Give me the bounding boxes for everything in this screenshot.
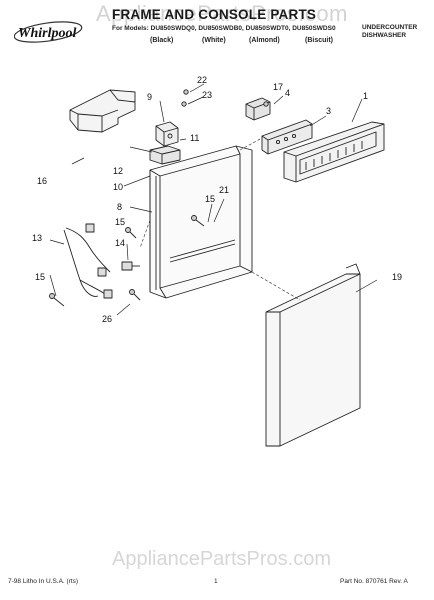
callout-23: 23 bbox=[202, 90, 212, 100]
callout-1: 1 bbox=[363, 91, 368, 101]
alignment-lines bbox=[139, 137, 301, 301]
footer-part-number: Part No. 870761 Rev. A bbox=[340, 578, 408, 585]
callout-10: 10 bbox=[113, 182, 123, 192]
callout-15a: 15 bbox=[115, 217, 125, 227]
watermark-top: AppliancePartsPros.com bbox=[96, 1, 348, 26]
footer-litho: 7-98 Litho In U.S.A. (rts) bbox=[8, 578, 79, 585]
part-12-latch bbox=[149, 145, 181, 165]
callout-12: 12 bbox=[113, 166, 123, 176]
category-label: UNDERCOUNTER DISHWASHER bbox=[362, 24, 417, 40]
callout-13: 13 bbox=[32, 233, 42, 243]
callout-15c: 15 bbox=[35, 272, 45, 282]
callout-22: 22 bbox=[197, 75, 207, 85]
callout-26: 26 bbox=[102, 314, 112, 324]
callout-17: 17 bbox=[273, 82, 283, 92]
callout-8: 8 bbox=[117, 202, 122, 212]
leader-lines bbox=[49, 83, 378, 316]
part-3-control-panel bbox=[261, 119, 313, 155]
color-white: (White) bbox=[202, 37, 226, 44]
part-14-connector bbox=[121, 261, 140, 271]
color-black: (Black) bbox=[150, 37, 174, 44]
models-line: For Models: DU850SWDQ0, DU850SWDB0, DU85… bbox=[112, 25, 336, 32]
callout-numbers: 1 3 4 8 9 10 11 12 13 14 15 15 15 16 17 … bbox=[32, 75, 402, 324]
color-almond: (Almond) bbox=[249, 37, 280, 44]
brand-name: Whirlpool bbox=[18, 26, 76, 41]
callout-14: 14 bbox=[115, 238, 125, 248]
callout-11: 11 bbox=[190, 133, 199, 143]
whirlpool-logo: Whirlpool bbox=[14, 21, 83, 43]
watermark-bottom: AppliancePartsPros.com bbox=[112, 548, 331, 570]
color-biscuit: (Biscuit) bbox=[305, 37, 333, 44]
page-title: FRAME AND CONSOLE PARTS bbox=[112, 7, 317, 22]
footer-page-number: 1 bbox=[214, 578, 218, 585]
callout-15b: 15 bbox=[205, 194, 215, 204]
callout-16: 16 bbox=[37, 176, 47, 186]
part-1-console bbox=[283, 121, 385, 183]
part-13-wire-harness bbox=[63, 223, 113, 299]
category-line-2: DISHWASHER bbox=[362, 32, 407, 39]
part-17-switch bbox=[245, 97, 271, 121]
part-19-outer-panel bbox=[265, 263, 361, 447]
part-8-door-frame bbox=[149, 145, 253, 299]
callout-19: 19 bbox=[392, 272, 402, 282]
callout-3: 3 bbox=[326, 106, 331, 116]
category-line-1: UNDERCOUNTER bbox=[362, 24, 418, 31]
part-16-shield bbox=[69, 89, 136, 133]
callout-4: 4 bbox=[285, 88, 290, 98]
part-9-bracket bbox=[155, 121, 179, 147]
callout-9: 9 bbox=[147, 92, 152, 102]
callout-21: 21 bbox=[219, 185, 229, 195]
screws bbox=[49, 89, 269, 307]
